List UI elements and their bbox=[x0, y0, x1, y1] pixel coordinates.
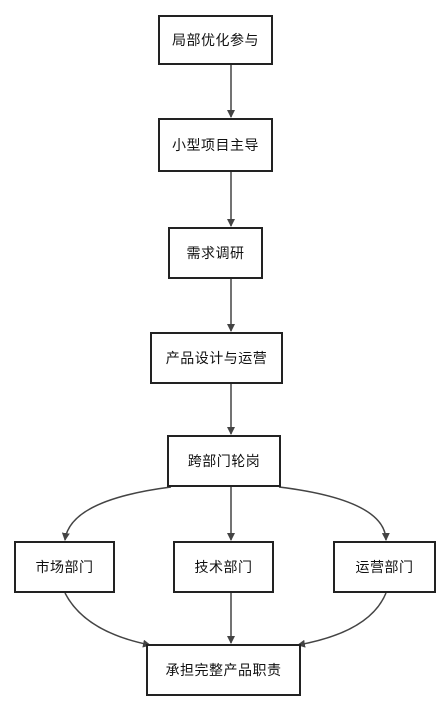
node-marketing-department: 市场部门 bbox=[14, 541, 115, 593]
connector-n8-n9 bbox=[297, 592, 387, 648]
connector-n5-n6 bbox=[61, 486, 172, 541]
node-small-project-lead: 小型项目主导 bbox=[158, 118, 273, 172]
node-product-design-operation: 产品设计与运营 bbox=[150, 332, 283, 384]
node-operations-department: 运营部门 bbox=[333, 541, 436, 593]
node-requirement-research: 需求调研 bbox=[168, 227, 263, 279]
connector-n5-n8 bbox=[278, 486, 390, 541]
node-cross-department-rotation: 跨部门轮岗 bbox=[167, 435, 281, 487]
node-full-product-responsibility: 承担完整产品职责 bbox=[146, 644, 301, 696]
connector-n6-n9 bbox=[64, 592, 151, 648]
node-local-optimization: 局部优化参与 bbox=[158, 15, 273, 65]
node-technology-department: 技术部门 bbox=[173, 541, 274, 593]
